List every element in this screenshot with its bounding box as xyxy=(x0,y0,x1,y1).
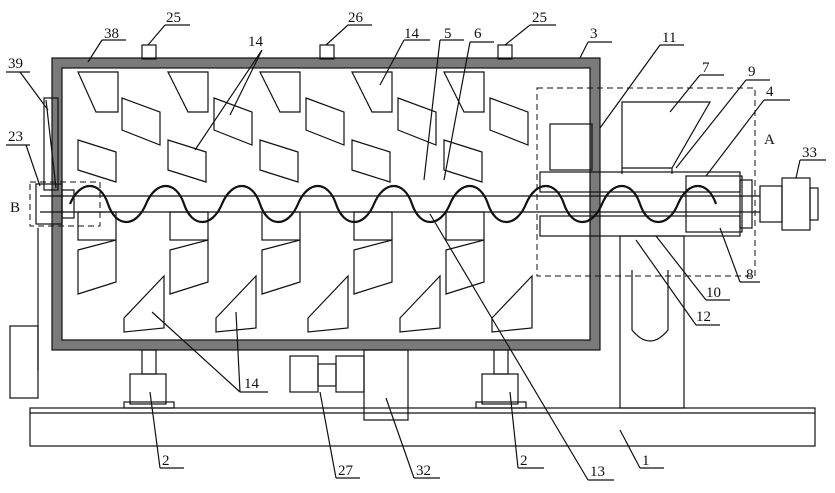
label-14-top-right: 14 xyxy=(404,26,420,42)
label-13: 13 xyxy=(590,464,605,480)
feed-hopper xyxy=(622,102,710,174)
label-4: 4 xyxy=(766,84,774,100)
label-38: 38 xyxy=(104,26,119,42)
label-23: 23 xyxy=(8,129,23,145)
label-33: 33 xyxy=(802,145,817,161)
discharge-gate xyxy=(364,350,408,420)
label-14-bottom: 14 xyxy=(244,376,260,392)
top-nozzles xyxy=(142,45,512,59)
support-legs xyxy=(124,350,526,408)
label-7: 7 xyxy=(702,60,710,76)
label-27: 27 xyxy=(338,463,354,479)
label-3: 3 xyxy=(590,26,598,42)
label-8: 8 xyxy=(746,267,754,283)
label-1: 1 xyxy=(642,453,650,469)
label-39: 39 xyxy=(8,56,23,72)
vessel-body xyxy=(52,58,600,350)
label-2-left: 2 xyxy=(162,453,170,469)
label-6: 6 xyxy=(474,26,482,42)
label-5: 5 xyxy=(444,26,452,42)
label-25-left: 25 xyxy=(166,10,181,26)
label-11: 11 xyxy=(662,30,676,46)
label-10: 10 xyxy=(706,285,721,301)
label-32: 32 xyxy=(416,463,431,479)
label-2-right: 2 xyxy=(520,453,528,469)
control-box xyxy=(10,228,38,398)
label-detail-b: B xyxy=(10,200,20,216)
label-9: 9 xyxy=(748,64,756,80)
label-12: 12 xyxy=(696,309,711,325)
label-26: 26 xyxy=(348,10,364,26)
discharge-motors xyxy=(290,356,364,392)
label-25-right: 25 xyxy=(532,10,547,26)
label-detail-a: A xyxy=(764,132,775,148)
base-frame xyxy=(30,408,815,446)
drive-motor xyxy=(760,178,818,230)
label-14-top-left: 14 xyxy=(248,34,264,50)
